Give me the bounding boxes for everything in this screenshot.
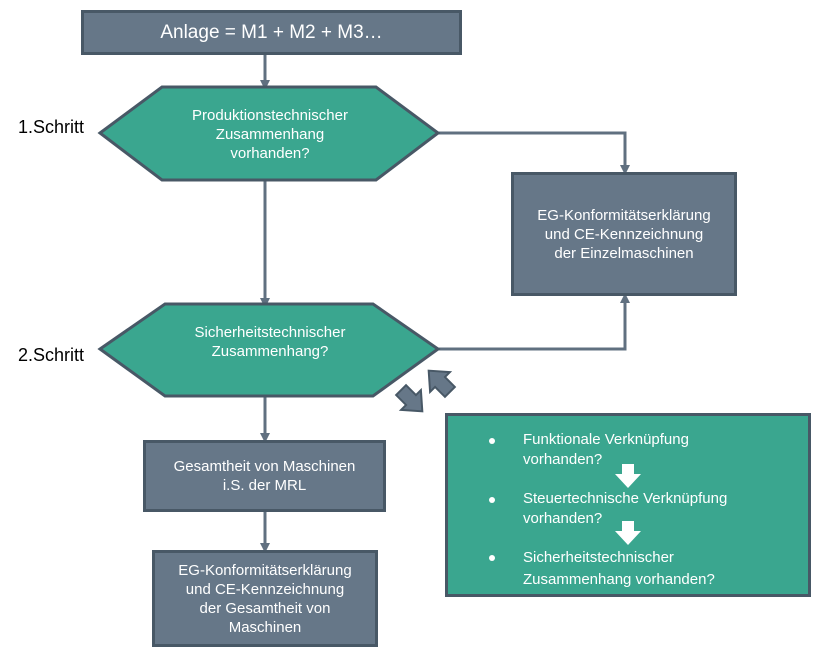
result-single-machines-label: EG-Konformitätserklärung und CE-Kennzeic… [537,206,711,262]
criteria-item-label: Steuertechnische Verknüpfung vorhanden? [523,490,728,527]
decision2-label: Sicherheitstechnischer Zusammenhang? [194,324,346,360]
assembly-of-machines-box: Gesamtheit von Maschinen i.S. der MRL [143,440,386,512]
link-arrow-down-icon [394,383,424,413]
result-single-machines-box: EG-Konformitätserklärung und CE-Kennzeic… [511,172,737,296]
bullet-icon [489,497,495,503]
connector-decision1-to-single [438,131,630,175]
arrow-down-icon [615,521,641,545]
result-assembly-box: EG-Konformitätserklärung und CE-Kennzeic… [152,550,378,647]
link-arrow-up-icon [427,369,457,399]
connector-decision2-to-single [438,293,630,351]
step-label-2: 2.Schritt [18,345,85,365]
assembly-of-machines-label: Gesamtheit von Maschinen i.S. der MRL [173,458,356,494]
arrow-down-icon [615,464,641,488]
result-assembly-label: EG-Konformitätserklärung und CE-Kennzeic… [178,561,352,636]
criteria-panel: Funktionale Verknüpfung vorhanden? Steue… [445,413,811,597]
criteria-item-label: Sicherheitstechnischer Zusammenhang vorh… [523,549,715,588]
decision2-shape [97,302,441,398]
bullet-icon [489,438,495,444]
decision1-label: Produktionstechnischer Zusammenhang vorh… [192,107,348,162]
step-label-1: 1.Schritt [18,117,85,137]
criteria-item-label: Funktionale Verknüpfung vorhanden? [523,431,689,468]
decision1-shape [97,85,441,182]
bullet-icon [489,555,495,561]
start-box: Anlage = M1 + M2 + M3… [81,10,462,55]
start-label: Anlage = M1 + M2 + M3… [160,22,383,43]
